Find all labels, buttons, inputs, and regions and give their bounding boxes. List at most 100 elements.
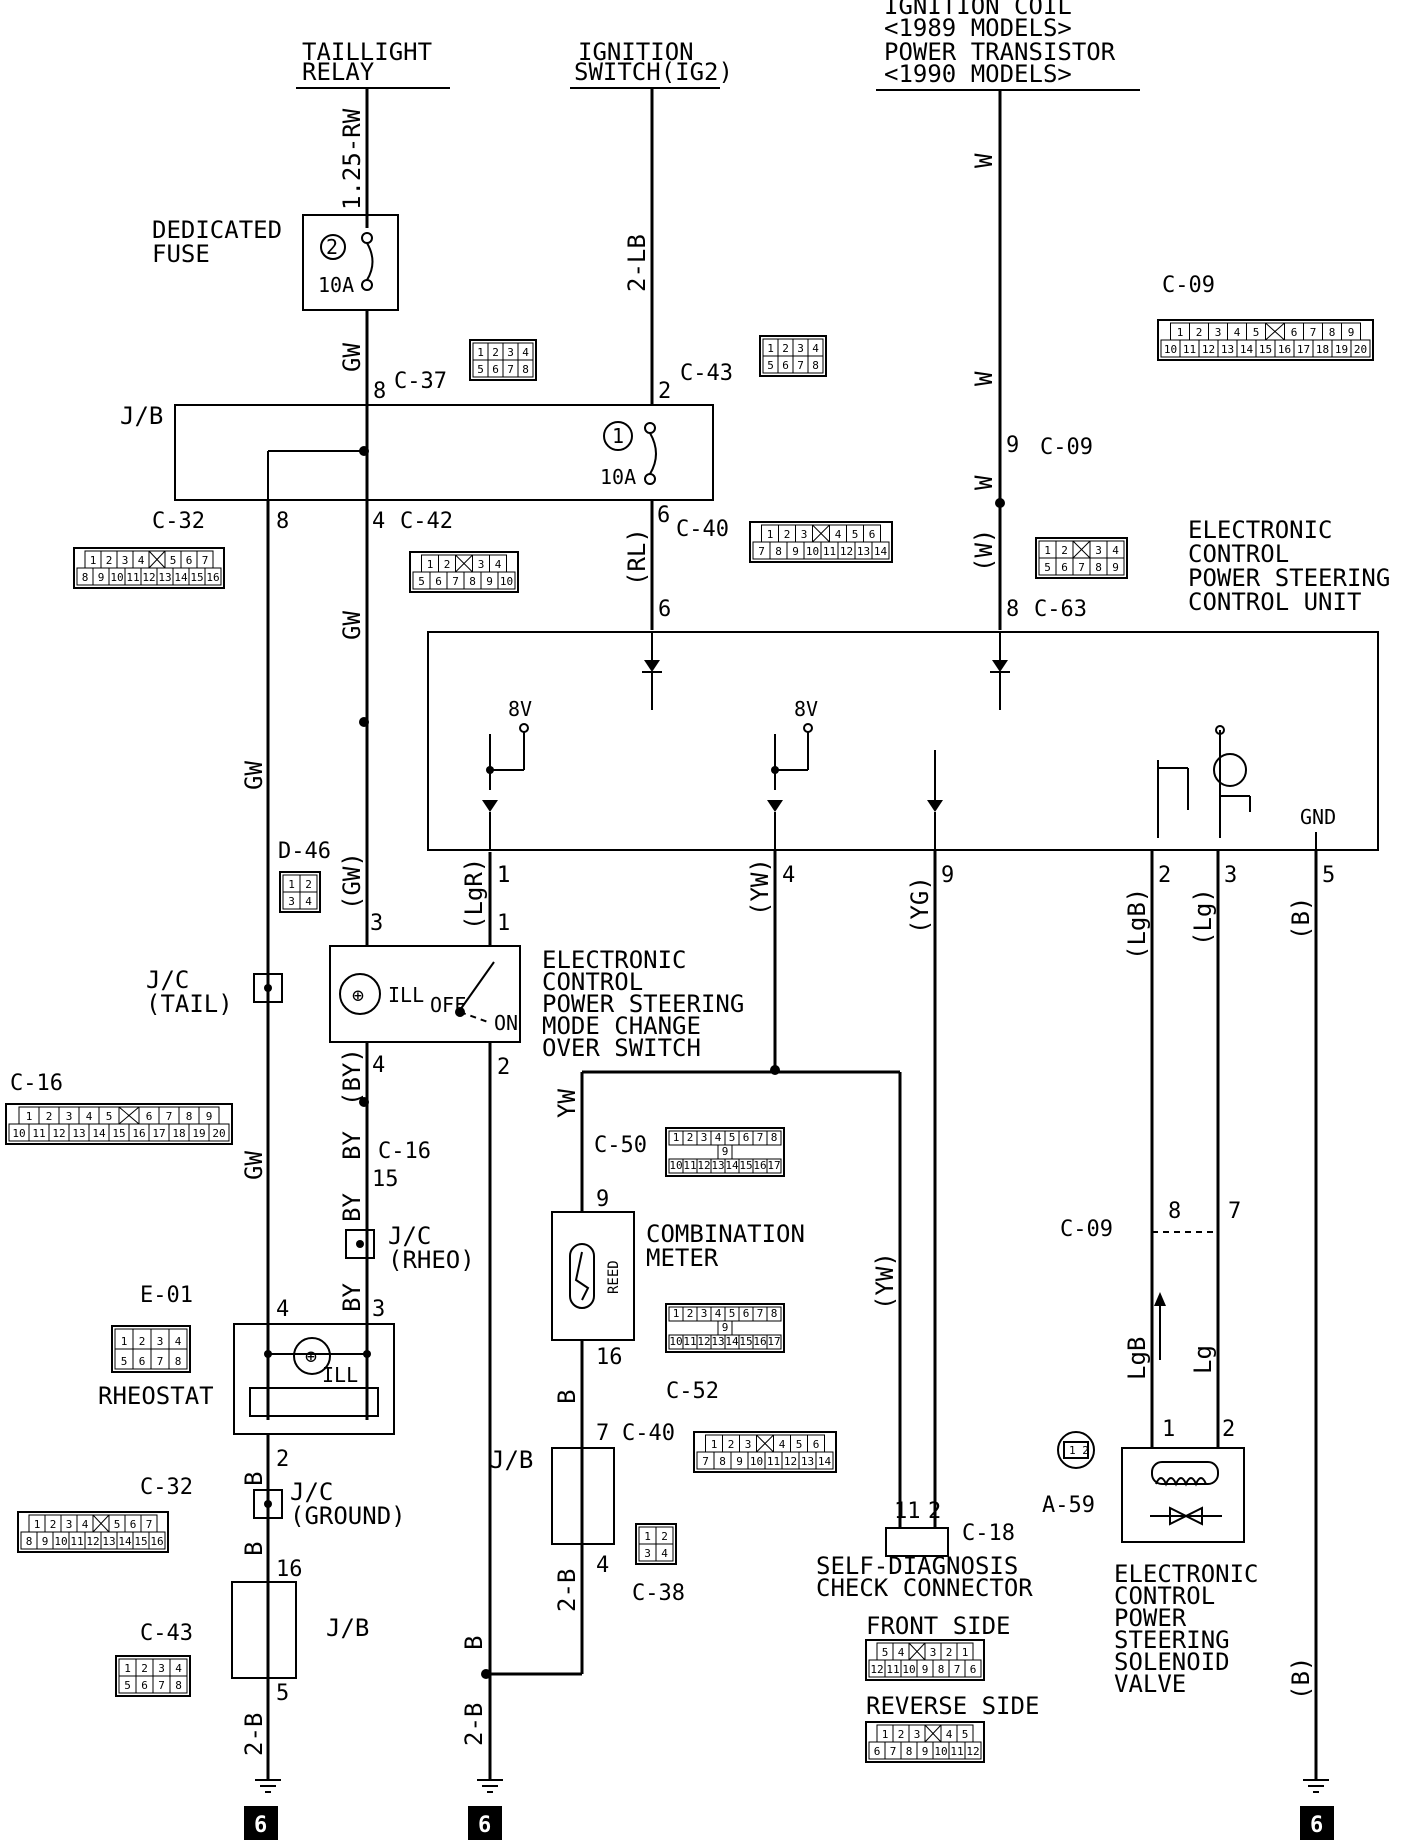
pin-number: 8	[1329, 326, 1336, 339]
pin-number: 8	[906, 1745, 913, 1758]
pin-number: 1	[124, 1662, 131, 1675]
pin-number: 9	[922, 1745, 929, 1758]
pin-number: 6	[435, 575, 442, 588]
pin-number: 15	[739, 1335, 752, 1348]
pin-number: 1	[26, 1110, 33, 1123]
junction-block-left	[231, 1581, 297, 1679]
pin-number: 11	[683, 1335, 696, 1348]
pin-number: 8	[469, 575, 476, 588]
pin-number: 3	[1215, 326, 1222, 339]
pin-number: 7	[702, 1455, 709, 1468]
pin-number: 2	[782, 342, 789, 355]
pin-number: 20	[1354, 343, 1367, 356]
solenoid-label: ELECTRONIC	[1114, 1560, 1259, 1588]
connector-e01-label: E-01	[140, 1283, 193, 1308]
combination-meter: REED	[551, 1211, 635, 1341]
svg-text:MODE CHANGE: MODE CHANGE	[542, 1012, 701, 1040]
pin-number: 6	[869, 528, 876, 541]
pin-number: 5	[729, 1307, 736, 1320]
pin-number: 10	[500, 575, 513, 588]
pin-number: 5	[882, 1646, 889, 1659]
dedicated-fuse: 2 10A	[302, 214, 399, 311]
svg-text:2-LB: 2-LB	[623, 234, 651, 292]
pin-number: 9	[792, 545, 799, 558]
pin-number: 2	[46, 1110, 53, 1123]
pin-number: 16	[1278, 343, 1291, 356]
pin-number: 3	[157, 1335, 164, 1348]
svg-text:GW: GW	[240, 1151, 268, 1180]
pin-number: 5	[729, 1131, 736, 1144]
pin-number: 13	[1221, 343, 1234, 356]
pin-number: 4	[86, 1110, 93, 1123]
svg-text:CONTROL: CONTROL	[1114, 1582, 1215, 1610]
svg-text:C-16: C-16	[10, 1071, 63, 1096]
pin-number: 6	[186, 554, 193, 567]
pin-number: 12	[697, 1335, 710, 1348]
pin-number: 9	[206, 1110, 213, 1123]
pin-number: 13	[711, 1335, 724, 1348]
svg-text:8: 8	[373, 379, 386, 404]
pin-number: 9	[722, 1145, 729, 1158]
pin-number: 5	[1044, 561, 1051, 574]
svg-text:POWER STEERING: POWER STEERING	[1188, 564, 1390, 592]
connector-a59: 1 2	[1057, 1431, 1095, 1469]
svg-text:⊕: ⊕	[352, 983, 364, 1007]
pin-number: 2	[492, 346, 499, 359]
pin-number: 5	[418, 575, 425, 588]
pin-number: 14	[118, 1535, 132, 1548]
pin-number: 2	[687, 1307, 694, 1320]
pin-number: 3	[507, 346, 514, 359]
svg-text:3: 3	[1224, 863, 1237, 888]
pin-number: 9	[486, 575, 493, 588]
ground-right: 6	[1300, 1779, 1334, 1840]
svg-text:2: 2	[1222, 1417, 1235, 1442]
pin-number: 11	[767, 1455, 780, 1468]
pin-number: 7	[757, 1307, 764, 1320]
pin-number: 16	[753, 1159, 766, 1172]
pin-number: 16	[753, 1335, 766, 1348]
pin-number: 7	[954, 1663, 961, 1676]
pin-number: 5	[852, 528, 859, 541]
svg-text:6: 6	[254, 1813, 267, 1838]
connector-c37-label: C-37	[394, 369, 447, 394]
connector-c09-label: C-09	[1162, 273, 1215, 298]
pin-number: 1	[767, 528, 774, 541]
pin-number: 12	[840, 545, 853, 558]
pin-number: 3	[801, 528, 808, 541]
pin-number: 4	[946, 1728, 953, 1741]
pin-number: 8	[771, 1307, 778, 1320]
pin-number: 13	[72, 1127, 85, 1140]
rheostat-label: RHEOSTAT	[98, 1382, 214, 1410]
svg-text:2-B: 2-B	[460, 1703, 488, 1746]
pin-number: 12	[86, 1535, 99, 1548]
pin-number: 11	[683, 1159, 696, 1172]
svg-text:9: 9	[596, 1187, 609, 1212]
svg-text:CONTROL: CONTROL	[542, 968, 643, 996]
pin-number: 14	[725, 1159, 739, 1172]
svg-text:(YW): (YW)	[871, 1252, 899, 1310]
svg-text:FRONT SIDE: FRONT SIDE	[866, 1612, 1011, 1640]
svg-text:C-40: C-40	[676, 517, 729, 542]
svg-text:LgB: LgB	[1123, 1337, 1151, 1380]
pin-number: 2	[444, 558, 451, 571]
pin-number: 6	[141, 1679, 148, 1692]
svg-text:⊕: ⊕	[305, 1344, 317, 1368]
svg-text:B: B	[240, 1472, 268, 1486]
pin-number: 8	[771, 1131, 778, 1144]
svg-text:(LgR): (LgR)	[460, 858, 488, 930]
pin-number: 18	[1316, 343, 1329, 356]
jc-ground	[253, 1489, 283, 1519]
pin-number: 9	[922, 1663, 929, 1676]
pin-number: 3	[66, 1518, 73, 1531]
pin-number: 2	[106, 554, 113, 567]
svg-text:ON: ON	[494, 1011, 518, 1035]
junction-block-top: J/B 1 10A	[120, 402, 714, 501]
pin-number: 11	[32, 1127, 45, 1140]
pin-number: 6	[743, 1131, 750, 1144]
svg-text:BY: BY	[338, 1193, 366, 1222]
pin-number: 15	[190, 571, 203, 584]
pin-number: 2	[661, 1530, 668, 1543]
pin-number: 5	[796, 1438, 803, 1451]
